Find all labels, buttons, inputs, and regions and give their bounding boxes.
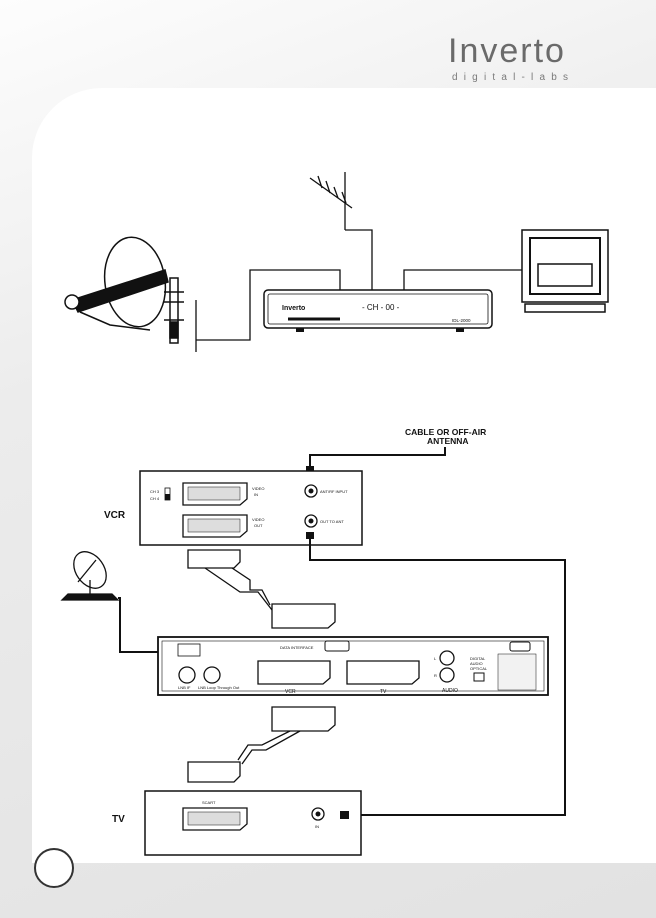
vcr-rf-out-plug xyxy=(306,532,314,539)
vcr-scart-in-label-2: IN xyxy=(254,492,258,497)
small-satellite-dish-icon xyxy=(60,551,120,601)
receiver-lnb-loop-jack xyxy=(203,666,221,684)
tv-rear-panel: SCART IN xyxy=(144,790,362,856)
receiver-digital-audio-label-3: OPTICAL xyxy=(470,666,488,671)
dish-to-receiver-cable xyxy=(118,597,160,653)
vcr-to-tv-rf-cable xyxy=(309,539,566,816)
receiver-front-brand: Inverto xyxy=(282,305,305,312)
receiver-model: IDL-2000 xyxy=(452,318,471,323)
vcr-scart-out-label-1: VIDEO xyxy=(252,517,264,522)
tv-scart-label: SCART xyxy=(202,800,216,805)
antenna-plug xyxy=(306,466,314,473)
tv-monitor-icon xyxy=(521,229,609,313)
receiver-front-panel: Inverto - CH - 00 - IDL-2000 xyxy=(263,289,493,332)
receiver-audio-right-jack xyxy=(439,667,455,683)
vcr-switch-ch4: CH 4 xyxy=(150,496,160,501)
scart-cable-tv xyxy=(187,706,336,783)
page-number-badge xyxy=(34,848,74,888)
vcr-rf-in-label: ANT/RF INPUT xyxy=(320,489,348,494)
vcr-label: VCR xyxy=(104,510,126,521)
tv-rf-plug xyxy=(340,811,349,819)
vcr-rf-out-label: OUT TO ANT xyxy=(320,519,344,524)
vcr-scart-out-label-2: OUT xyxy=(254,523,263,528)
tv-label: TV xyxy=(112,814,125,825)
receiver-digital-audio-label-2: AUDIO xyxy=(470,661,483,666)
dish-cable xyxy=(196,269,341,341)
antenna-label-line2: ANTENNA xyxy=(427,436,469,446)
brand-tagline: digital-labs xyxy=(452,72,575,83)
satellite-dish-icon xyxy=(64,236,197,352)
receiver-lnb-in-label: LNB IF xyxy=(178,685,191,690)
receiver-scart-tv xyxy=(346,660,420,685)
receiver-audio-left-jack xyxy=(439,650,455,666)
receiver-audio-left-label: L xyxy=(434,656,437,661)
terrestrial-antenna-icon xyxy=(309,172,373,290)
receiver-scart-tv-label: TV xyxy=(380,689,387,695)
antenna-cable xyxy=(309,447,446,470)
receiver-audio-right-label: R xyxy=(434,673,437,678)
receiver-display: - CH - 00 - xyxy=(362,303,400,312)
vcr-rear-panel: CH 3 CH 4 VIDEO IN VIDEO OUT ANT/RF INPU… xyxy=(139,470,363,546)
receiver-audio-label: AUDIO xyxy=(442,688,458,694)
receiver-rating-label xyxy=(497,653,537,691)
receiver-optical-port xyxy=(473,672,485,682)
receiver-data-interface-label: DATA INTERFACE xyxy=(280,645,314,650)
brand-logo: Inverto digital-labs xyxy=(448,32,618,83)
receiver-digital-audio-label-1: DIGITAL xyxy=(470,656,486,661)
receiver-rear-panel: DATA INTERFACE LNB IF LNB Loop Through O… xyxy=(157,636,549,696)
receiver-to-tv-cable xyxy=(403,269,522,290)
antenna-label-line1: CABLE OR OFF-AIR xyxy=(405,427,486,437)
vcr-scart-in-label-1: VIDEO xyxy=(252,486,264,491)
brand-name: Inverto xyxy=(448,32,566,70)
vcr-switch-ch3: CH 3 xyxy=(150,489,160,494)
scart-cable-vcr xyxy=(187,549,336,629)
receiver-lnb-in-jack xyxy=(178,666,196,684)
receiver-scart-vcr xyxy=(257,660,331,685)
receiver-scart-vcr-label: VCR xyxy=(285,689,296,695)
receiver-lnb-loop-label: LNB Loop Through Out xyxy=(198,685,240,690)
tv-rf-label: IN xyxy=(315,824,319,829)
